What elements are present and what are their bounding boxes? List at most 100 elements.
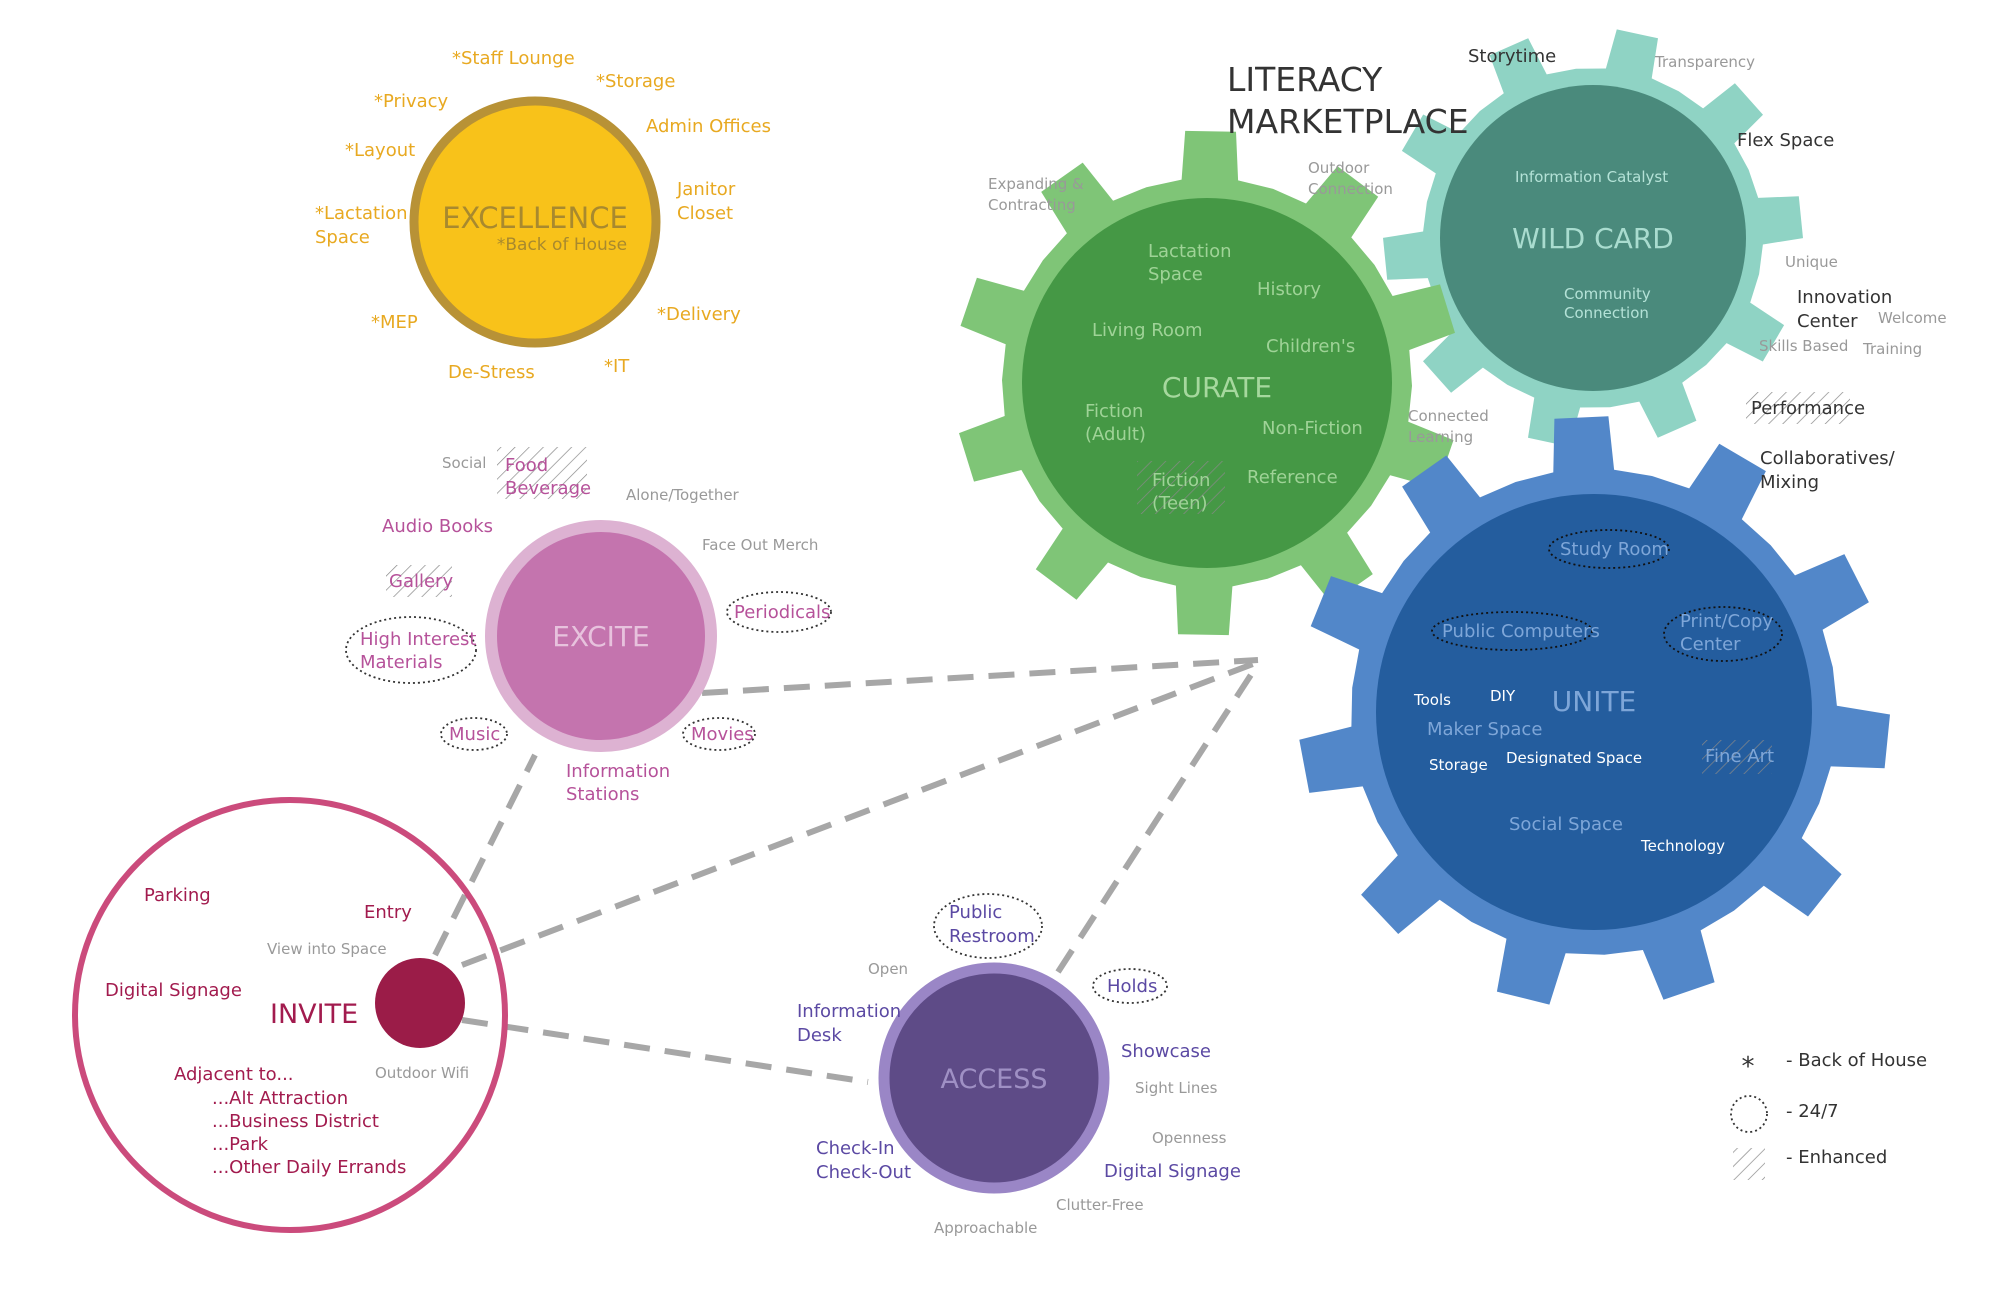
access-group: ACCESS — [878, 962, 1110, 1194]
wildcard-outer-label: Collaboratives/ — [1760, 448, 1896, 469]
wildcard-inner-labels: Information Catalyst Community Connectio… — [1515, 168, 1668, 322]
wildcard-title: WILD CARD — [1512, 222, 1674, 255]
curate-inner-label: Non-Fiction — [1262, 418, 1363, 439]
access-label: Desk — [797, 1025, 842, 1046]
unite-inner-label: Public Computers — [1442, 621, 1600, 642]
curate-gear-group: CURATE — [959, 130, 1455, 636]
access-labels: Public Restroom Open Holds Information D… — [797, 902, 1241, 1237]
excellence-label: *Storage — [596, 71, 675, 92]
wildcard-inner-label: Information Catalyst — [1515, 168, 1668, 186]
24-7-ring — [682, 717, 756, 751]
curate-inner-label: Children's — [1266, 336, 1355, 357]
curate-circle — [1022, 198, 1392, 568]
access-markers — [933, 893, 1168, 1004]
wildcard-inner-label: Community — [1564, 285, 1651, 303]
wildcard-outer-label: Welcome — [1878, 309, 1947, 327]
unite-inner-label: Social Space — [1509, 814, 1623, 835]
excellence-label: *Delivery — [657, 304, 741, 325]
excite-labels: Social Food Beverage Alone/Together Audi… — [360, 454, 830, 805]
invite-label: View into Space — [267, 940, 387, 958]
curate-outer-label: Learning — [1408, 428, 1473, 446]
excite-label: Food — [505, 455, 548, 476]
24-7-ring — [345, 616, 477, 684]
curate-inner-label: Reference — [1247, 467, 1338, 488]
excite-label: Social — [442, 454, 486, 472]
invite-label: ...Other Daily Errands — [212, 1157, 406, 1178]
enhanced-hatch — [386, 565, 452, 597]
invite-label: Digital Signage — [105, 980, 242, 1001]
access-circle — [878, 962, 1110, 1194]
page-title: LITERACY MARKETPLACE — [1227, 60, 1469, 141]
unite-inner-label: Print/Copy — [1680, 611, 1773, 632]
legend-label: - Back of House — [1786, 1050, 1927, 1071]
24-7-ring — [933, 893, 1043, 959]
invite-title: INVITE — [270, 999, 358, 1030]
curate-outer-labels: Expanding & Contracting Outdoor Connecti… — [988, 159, 1489, 446]
legend-label: - 24/7 — [1786, 1101, 1839, 1122]
invite-circle — [375, 958, 465, 1048]
curate-inner-label: Fiction — [1085, 401, 1143, 422]
excellence-title: EXCELLENCE — [442, 201, 628, 235]
curate-inner-label: (Teen) — [1152, 493, 1208, 514]
access-label: Openness — [1152, 1129, 1227, 1147]
unite-inner-labels: Study Room Public Computers Print/Copy C… — [1413, 539, 1774, 855]
invite-label: Entry — [364, 902, 412, 923]
excite-circle — [485, 520, 717, 752]
excellence-label: De-Stress — [448, 362, 535, 383]
24-7-ring — [1431, 611, 1593, 651]
excellence-label: *MEP — [371, 312, 418, 333]
unite-inner-label: Tools — [1413, 691, 1451, 709]
connector-invite-excite — [432, 753, 538, 957]
legend: * - Back of House - 24/7 - Enhanced — [1730, 1050, 1927, 1180]
unite-gear-group: UNITE — [1299, 416, 1890, 1005]
wildcard-outer-label: Performance — [1751, 398, 1865, 419]
invite-label: Outdoor Wifi — [375, 1064, 469, 1082]
excellence-label: *IT — [604, 356, 630, 377]
curate-outer-label: Expanding & — [988, 175, 1084, 193]
excellence-label: *Lactation — [315, 203, 408, 224]
curate-outer-label: Contracting — [988, 196, 1076, 214]
connector-access-marketplace — [1055, 662, 1261, 974]
curate-title: CURATE — [1162, 371, 1272, 404]
unite-inner-label: Storage — [1429, 756, 1488, 774]
access-title: ACCESS — [940, 1064, 1047, 1095]
excite-label: Gallery — [389, 571, 453, 592]
24-7-ring — [1548, 529, 1670, 569]
connector-invite-marketplace-1 — [460, 659, 1260, 968]
unite-inner-label: Center — [1680, 634, 1741, 655]
curate-inner-label: Fiction — [1152, 470, 1210, 491]
excellence-subtitle: *Back of House — [497, 235, 627, 255]
curate-inner-labels: Lactation Space History Living Room Chil… — [1085, 241, 1363, 514]
wildcard-inner-label: Connection — [1564, 304, 1649, 322]
curate-inner-label: (Adult) — [1085, 424, 1146, 445]
wildcard-outer-label: Transparency — [1654, 53, 1755, 71]
access-label: Holds — [1107, 976, 1157, 997]
curate-outer-label: Outdoor — [1308, 159, 1370, 177]
unite-inner-label: DIY — [1490, 687, 1516, 705]
24-7-ring — [726, 591, 832, 633]
enhanced-hatch — [1746, 392, 1850, 424]
access-label: Clutter-Free — [1056, 1196, 1144, 1214]
unite-inner-label: Technology — [1640, 837, 1725, 855]
access-label: Sight Lines — [1135, 1079, 1218, 1097]
excite-label: Materials — [360, 652, 443, 673]
curate-inner-label: History — [1257, 279, 1321, 300]
excite-label: Audio Books — [382, 516, 493, 537]
curate-inner-label: Space — [1148, 264, 1203, 285]
access-label: Restroom — [949, 926, 1035, 947]
wildcard-outer-label: Storytime — [1468, 46, 1556, 67]
excite-label: Movies — [691, 724, 754, 745]
wildcard-gear-group: WILD CARD — [1383, 29, 1803, 447]
24-7-ring — [1092, 968, 1168, 1004]
legend-asterisk-symbol: * — [1742, 1052, 1755, 1082]
excite-label: High Interest — [360, 629, 476, 650]
access-label: Approachable — [934, 1219, 1037, 1237]
unite-title: UNITE — [1552, 685, 1637, 718]
legend-label: - Enhanced — [1786, 1147, 1887, 1168]
invite-label: Adjacent to... — [174, 1064, 294, 1085]
excellence-label: Janitor — [676, 179, 736, 200]
excellence-label: Closet — [677, 203, 733, 224]
unite-inner-label: Maker Space — [1427, 719, 1542, 740]
invite-outer-circle — [72, 797, 508, 1233]
wildcard-outer-label: Training — [1862, 340, 1922, 358]
